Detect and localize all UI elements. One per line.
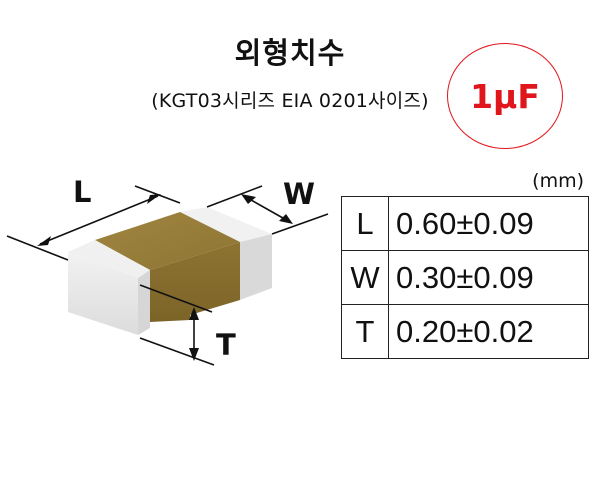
unit-label: (mm): [532, 170, 584, 192]
chip-dimension-diagram: L W T: [6, 175, 329, 366]
dimension-key: T: [341, 304, 389, 359]
right-electrode-top: [180, 207, 272, 242]
dimension-value: 0.20±0.02: [388, 304, 589, 359]
table-row: W 0.30±0.09: [341, 250, 589, 305]
page-title: 외형치수: [234, 36, 346, 70]
left-electrode-top: [68, 240, 150, 278]
width-dimension: [206, 185, 329, 235]
dimension-value: 0.60±0.09: [388, 196, 589, 251]
thickness-dimension: [139, 284, 215, 366]
length-label: L: [73, 175, 91, 209]
length-dimension: [6, 185, 181, 261]
dimension-key: L: [341, 196, 389, 251]
capacitance-value: 1μF: [470, 76, 540, 116]
width-label: W: [283, 177, 315, 211]
ceramic-side: [150, 242, 240, 322]
table-row: L 0.60±0.09: [341, 196, 589, 251]
series-subtitle: (KGT03시리즈 EIA 0201사이즈): [151, 90, 429, 112]
thickness-label: T: [216, 328, 236, 362]
ceramic-top: [95, 212, 240, 270]
dimension-key: W: [341, 250, 389, 305]
capacitance-badge: 1μF: [447, 43, 563, 149]
left-electrode-side: [138, 270, 150, 335]
left-electrode-front: [68, 252, 138, 335]
table-row: T 0.20±0.02: [341, 304, 589, 359]
dimension-value: 0.30±0.09: [388, 250, 589, 305]
right-electrode-side: [240, 234, 272, 300]
dimension-table: L 0.60±0.09 W 0.30±0.09 T 0.20±0.02: [341, 196, 589, 359]
